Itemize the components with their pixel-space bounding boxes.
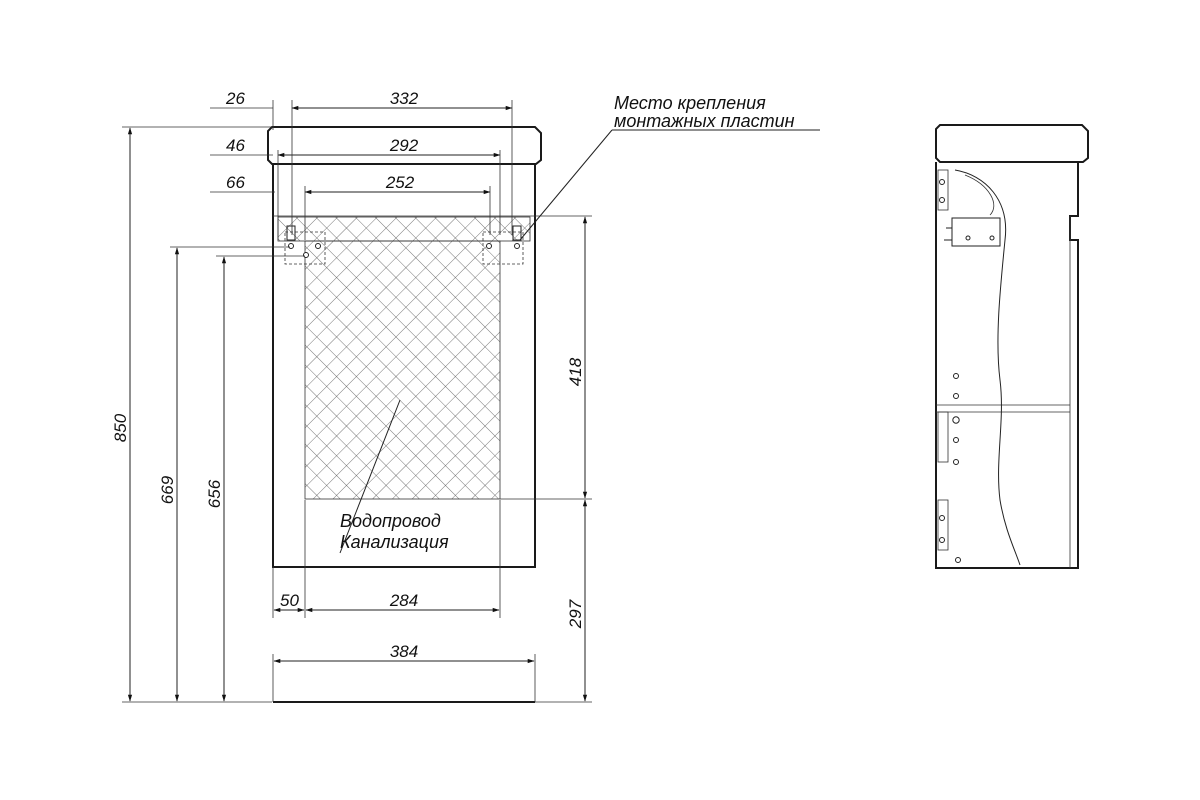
dim-284: 284: [389, 591, 418, 610]
side-contour: [954, 169, 1021, 566]
dim-46: 46: [226, 136, 245, 155]
dim-297: 297: [566, 599, 585, 629]
side-bracket: [951, 217, 1001, 247]
dimension-labels: 26 332 46 292 66 252 850 669 656 418 297…: [111, 89, 585, 661]
notes: Место крепления монтажных пластин Водопр…: [340, 93, 795, 552]
side-top: [935, 124, 1089, 163]
mounting-note-line2: монтажных пластин: [614, 111, 795, 131]
utility-note-line1: Водопровод: [340, 511, 441, 531]
dim-418: 418: [566, 357, 585, 386]
dimension-lines: [122, 100, 820, 703]
side-view: [935, 124, 1089, 569]
hatched-band: [277, 216, 531, 242]
mounting-bracket-right: [482, 225, 524, 265]
dim-656: 656: [205, 479, 224, 508]
hatched-niche: [304, 240, 501, 500]
dim-66: 66: [226, 173, 245, 192]
mounting-note-line1: Место крепления: [614, 93, 766, 113]
front-view: [267, 126, 542, 703]
mounting-leader: [519, 129, 613, 241]
dim-292: 292: [389, 136, 419, 155]
dim-850: 850: [111, 413, 130, 442]
dim-252: 252: [385, 173, 415, 192]
utility-note-line2: Канализация: [340, 532, 449, 552]
dim-332: 332: [390, 89, 419, 108]
side-body: [935, 162, 1079, 569]
cabinet-body: [272, 163, 536, 568]
dim-50: 50: [280, 591, 299, 610]
dim-669: 669: [158, 475, 177, 504]
utility-leader: [339, 399, 401, 554]
dim-384: 384: [390, 642, 418, 661]
dim-26: 26: [225, 89, 245, 108]
